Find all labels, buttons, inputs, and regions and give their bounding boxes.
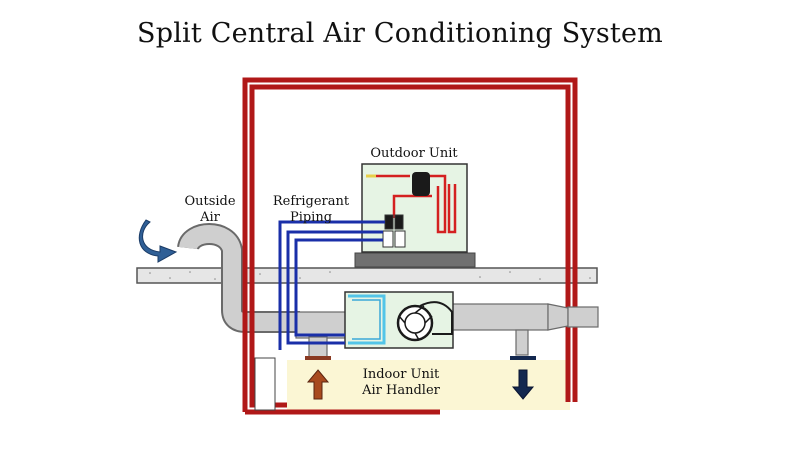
- outdoor-unit-label: Outdoor Unit: [370, 146, 458, 161]
- supply-extension: [567, 306, 599, 328]
- outside-air-label-2: Air: [199, 210, 221, 225]
- refrigerant-piping-label-1: Refrigerant: [273, 194, 350, 209]
- refrigerant-piping: [278, 220, 385, 350]
- supply-duct: [451, 303, 549, 331]
- supply-reducer: [547, 303, 569, 331]
- blower-fan-icon: [396, 301, 453, 342]
- return-air-arrow: [306, 369, 330, 400]
- outside-air-arrow: [138, 219, 178, 263]
- indoor-unit-label-1: Indoor Unit: [363, 367, 440, 382]
- compressor-icon: [412, 172, 430, 196]
- ground-slab: [136, 267, 598, 284]
- interior-wall-left: [254, 357, 276, 411]
- return-grille: [305, 356, 331, 360]
- indoor-unit-label-2: Air Handler: [361, 383, 441, 398]
- outside-air-label-1: Outside: [184, 194, 235, 209]
- evaporator-coil: [348, 294, 386, 345]
- return-drop: [308, 336, 328, 358]
- supply-drop: [515, 329, 529, 356]
- outdoor-unit-pad: [354, 252, 476, 268]
- supply-air-arrow: [511, 369, 535, 400]
- refrigerant-piping-label-2: Piping: [290, 210, 332, 225]
- supply-register: [510, 356, 536, 360]
- diagram-title: Split Central Air Conditioning System: [137, 18, 663, 49]
